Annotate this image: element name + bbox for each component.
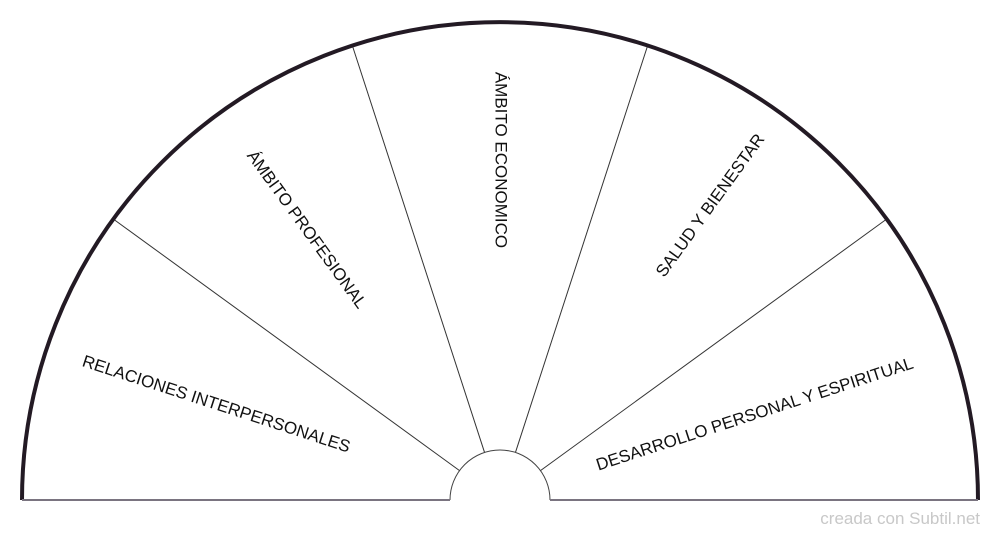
sector-divider-line — [540, 219, 887, 472]
sector-divider-line — [352, 46, 486, 453]
sector-label-salud: SALUD Y BIENESTAR — [652, 130, 768, 280]
sector-divider-line — [514, 46, 648, 453]
outer-arc — [20, 20, 980, 501]
watermark: creada con Subtil.net — [820, 509, 980, 528]
inner-arc — [449, 449, 551, 501]
sector-label-profesional: ÁMBITO PROFESIONAL — [243, 147, 370, 312]
sector-label-relaciones: RELACIONES INTERPERSONALES — [80, 352, 353, 457]
sector-label-desarrollo: DESARROLLO PERSONAL Y ESPIRITUAL — [594, 354, 916, 475]
sector-divider-line — [113, 219, 460, 472]
sector-label-economico: ÁMBITO ECONOMICO — [492, 72, 511, 248]
